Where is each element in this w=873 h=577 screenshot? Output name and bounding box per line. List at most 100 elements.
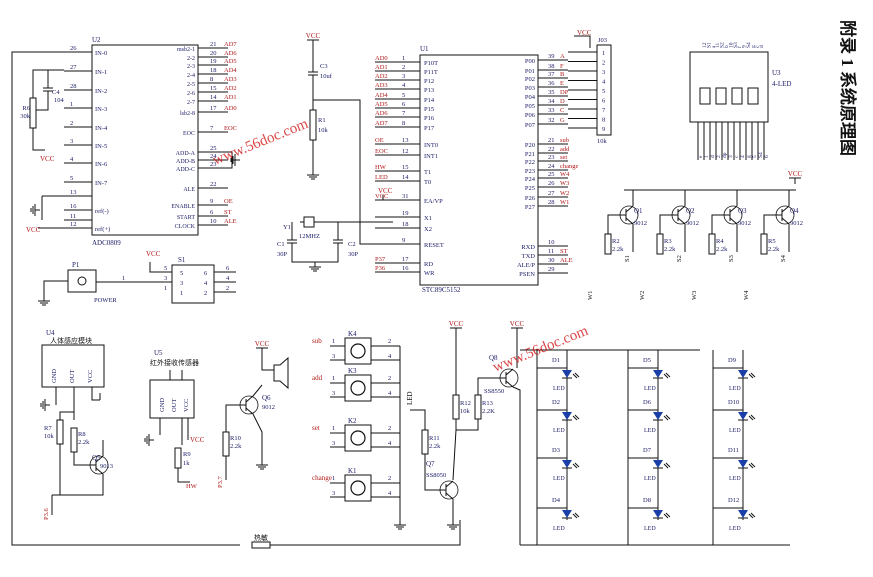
wire (477, 377, 500, 395)
wire (456, 419, 479, 431)
digit-base-resistor (760, 233, 768, 255)
led-ray (572, 373, 578, 379)
u1-pin-num: 26 (548, 180, 555, 187)
j03-pin-num: 8 (602, 117, 605, 124)
led-ref: D12 (728, 497, 739, 504)
collector (445, 480, 454, 488)
key-pin: 3 (332, 440, 335, 447)
u3-bottom-label: e (698, 155, 704, 158)
u2-pin-name: EOC (183, 131, 195, 137)
led-ray (574, 372, 580, 378)
power-jack-p1 (67, 269, 97, 293)
u1-pin-name: P16 (424, 115, 435, 122)
r1-ref: R1 (318, 117, 326, 124)
u1-net-label: AD4 (375, 92, 388, 99)
r13-resistor (474, 394, 482, 420)
power-label: POWER (94, 297, 117, 304)
u1-pin-num: 6 (402, 101, 406, 108)
vcc-label: VCC (40, 155, 55, 163)
u3-bottom-label: d (710, 155, 716, 158)
led-net-label: LED (406, 391, 414, 405)
u1-pin-name: PSEN (519, 271, 535, 278)
u2-pin-num: 24 (210, 153, 217, 160)
transistor-ref: Q3 (738, 207, 747, 215)
led-ray (665, 512, 671, 518)
segment-net-label: S3 (728, 255, 735, 262)
power-ref: P1 (72, 261, 80, 269)
reset-wire (313, 99, 375, 245)
collector (677, 205, 686, 213)
vcc-label: VCC (190, 436, 205, 444)
u2-pin-num: 9 (210, 198, 213, 205)
u2-pin-name: ADD-C (176, 167, 195, 173)
u3-bottom-label: S4 (758, 152, 764, 158)
digit-base-resistor (656, 233, 664, 255)
led-label: LED (644, 476, 656, 482)
led-ray (748, 463, 754, 469)
j03-pin-num: 4 (602, 79, 606, 86)
u1-pin-num: 15 (402, 164, 409, 171)
u1-pin-name: P00 (525, 58, 535, 65)
led-ray (572, 415, 578, 421)
r9-resistor (174, 447, 182, 469)
switch-pin-num: 4 (204, 280, 208, 287)
key-pin: 1 (332, 375, 335, 382)
j03-pin-num: 5 (602, 88, 605, 95)
switch-pin-num: 5 (180, 270, 183, 277)
wire (91, 387, 100, 401)
u1-net-label: D (560, 98, 565, 105)
q5-ref: Q5 (92, 454, 101, 462)
wire-pin-num: 1 (122, 275, 125, 282)
vcc-label: VCC (449, 320, 464, 328)
u2-pin-name: lsb2-8 (180, 111, 195, 117)
u1-net-label: G (560, 117, 565, 124)
key-pin: 1 (332, 475, 335, 482)
q7-transistor (439, 480, 459, 500)
led-ray (663, 415, 669, 421)
switch-pin-num: 3 (164, 275, 167, 282)
u1-net-label: W4 (560, 171, 570, 178)
u1-pin-name: P02 (525, 76, 535, 83)
led-ray (663, 373, 669, 379)
u2-pin-num: 15 (210, 85, 217, 92)
switch-pin-num: 2 (226, 285, 229, 292)
u2-pin-name: ADD-B (176, 159, 195, 165)
u2-net-label: EOC (224, 125, 237, 132)
wire (291, 243, 339, 263)
u1-net-label: W1 (560, 199, 569, 206)
transistor-ref: Q2 (686, 207, 695, 215)
u1-pin-name: RD (424, 261, 433, 268)
vcc-label: VCC (306, 32, 321, 40)
led-D12 (738, 510, 748, 518)
u1-pin-num: 17 (402, 256, 409, 263)
wire (574, 35, 591, 48)
key-button-cap (350, 343, 366, 359)
u2-pin-name: 2-5 (187, 82, 195, 88)
u2-net-label: AD5 (224, 58, 237, 65)
u2-pin-num: 10 (210, 218, 217, 225)
u1-net-label: AD7 (375, 120, 388, 127)
u1-net-label: W2 (560, 190, 569, 197)
vcc-label: VCC (146, 250, 161, 258)
u2-pin-name: ALE (183, 187, 195, 193)
u1-net-label: AD6 (375, 110, 388, 117)
key-ref: K3 (348, 367, 357, 375)
u1-pin-name: P11T (424, 69, 438, 76)
u1-net-label: F (560, 63, 564, 70)
power-switch-s1 (171, 264, 215, 304)
u3-bottom-label: 3 (728, 155, 734, 158)
u2-pin-num: 7 (210, 125, 214, 132)
led-ray (748, 373, 754, 379)
collector (505, 368, 514, 376)
key-pin: 4 (388, 390, 392, 397)
u1-net-label: sub (560, 137, 569, 144)
led-label: LED (553, 476, 565, 482)
led-D2 (562, 412, 572, 420)
u2-pin-num: 18 (210, 67, 217, 74)
u1-net-label: AD0 (375, 55, 388, 62)
wire (452, 419, 457, 481)
led-ref: D6 (643, 399, 652, 406)
q5-part: 9013 (100, 463, 113, 470)
key-button-cap (350, 430, 366, 446)
key-pin: 4 (388, 440, 392, 447)
